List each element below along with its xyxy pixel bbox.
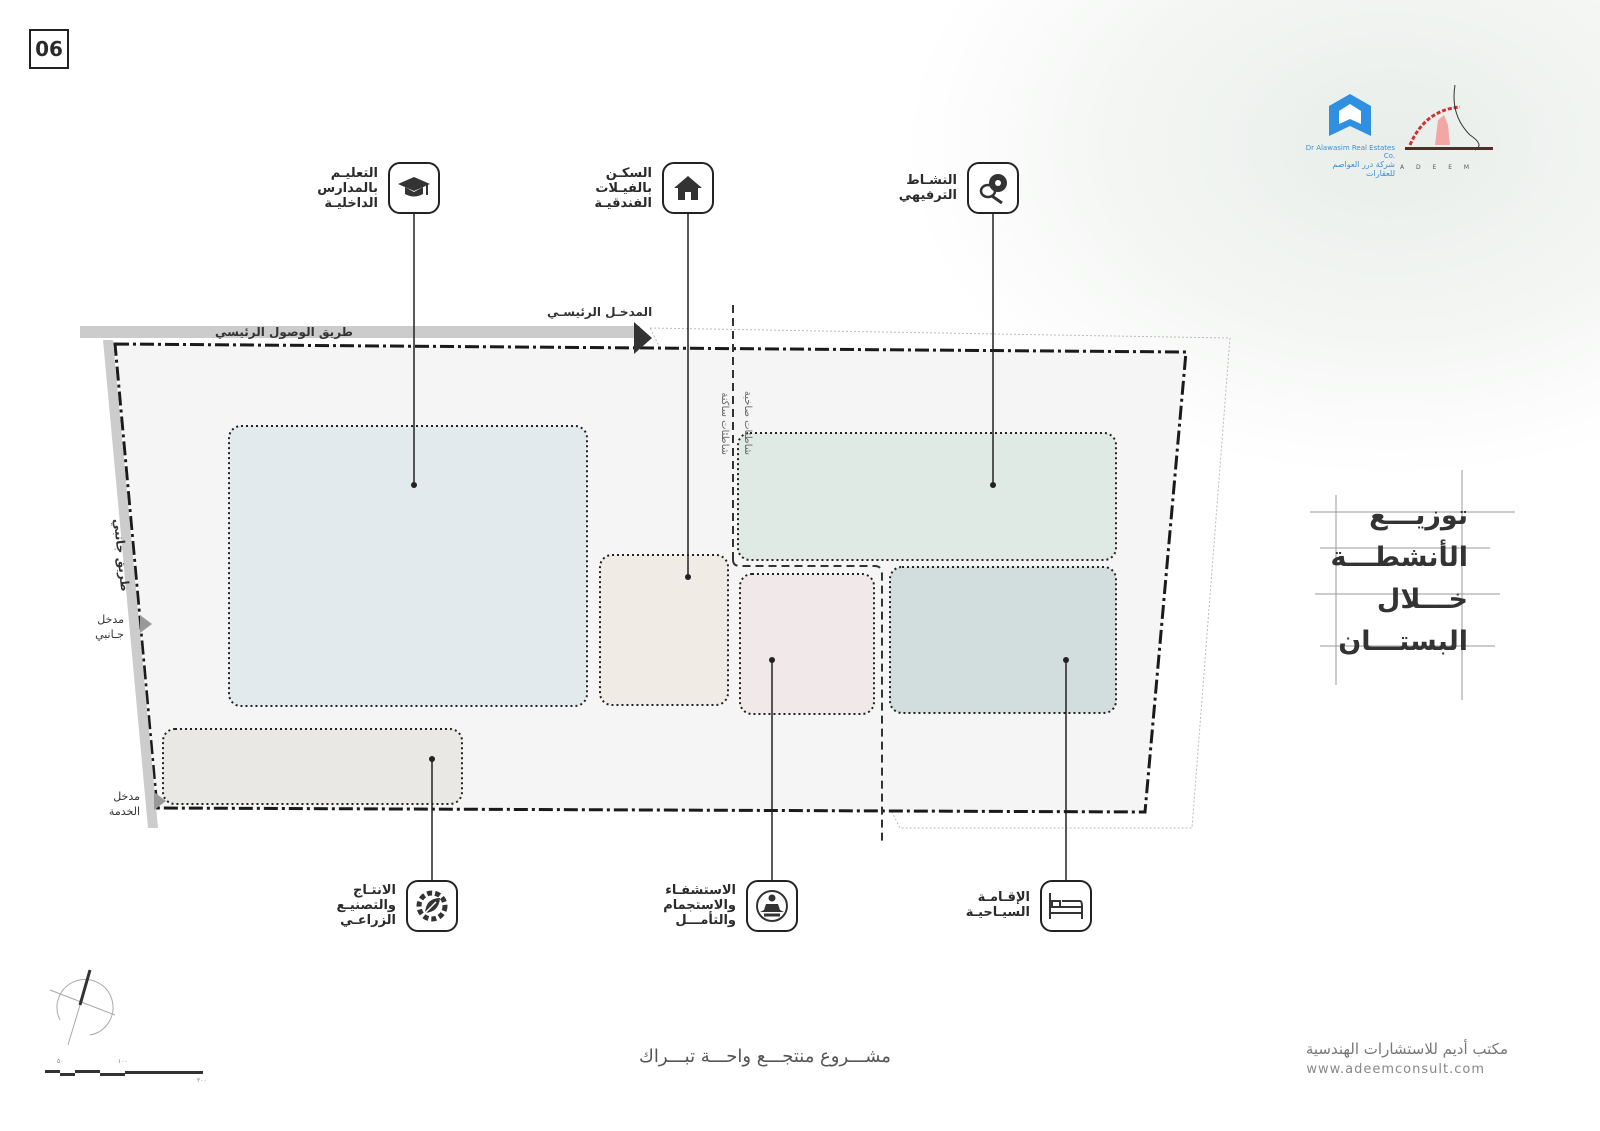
activity-label-agriculture: الانتـاج والتصنيـع الزراعـي (336, 883, 396, 928)
title-line: الأنشطـــة (1330, 542, 1468, 573)
zone-agriculture (162, 728, 463, 805)
path-divider (732, 559, 883, 845)
zone-wellness (739, 573, 875, 715)
service-entrance-label: مدخل الخدمة (108, 790, 140, 818)
scale-label: ٢٠٠ (197, 1077, 207, 1084)
activity-label-education: التعليـم بالمدارس الداخليـة (317, 166, 378, 211)
gear-leaf-icon (406, 880, 458, 932)
meditation-icon (746, 880, 798, 932)
office-name: مكتب أديم للاستشارات الهندسية (1305, 1040, 1508, 1058)
side-road (103, 340, 158, 828)
quiet-beach-label: شاطئات ساكنة (719, 392, 730, 455)
side-entrance-arrow (140, 615, 152, 633)
title-guides (1310, 470, 1515, 700)
lively-beach-label: شاطئات صاخبة (742, 390, 753, 455)
zone-villas (599, 554, 729, 706)
bed-icon (1040, 880, 1092, 932)
north-arrow-icon (49, 969, 116, 1046)
activity-label-wellness: الاستشفـاء والاستجمام والتأمـــل (663, 883, 736, 928)
zone-education (228, 425, 588, 707)
activity-label-villas: السكـن بالفيـلات الفندقيـة (594, 166, 652, 211)
house-icon (662, 162, 714, 214)
activity-label-tourism: الإقـامـة السيـاحيـة (965, 890, 1030, 920)
project-name: مشـــروع منتجـــع واحـــة تبـــراك (639, 1046, 891, 1067)
main-entrance-arrow (634, 322, 652, 354)
side-entrance-label: مدخل جـانبي (95, 613, 124, 641)
zone-recreation (737, 432, 1117, 561)
title-line: توزيـــع (1369, 500, 1468, 531)
main-entrance-label: المدخـل الرئيسـي (547, 305, 653, 319)
scale-bar (45, 1070, 203, 1076)
page-title: توزيـــع الأنشطـــة خـــلال البستـــان (1300, 495, 1468, 663)
service-entrance-arrow (154, 792, 166, 810)
leader-lines (413, 214, 1067, 880)
main-access-road-label: طريق الوصول الرئيسي (215, 325, 353, 339)
zone-tourism (889, 566, 1117, 714)
adeem-logo: A D E E M (1400, 84, 1495, 171)
scale-label: ٥٠ (57, 1058, 64, 1065)
alawasim-logo-mark (1329, 94, 1371, 136)
main-access-road (80, 326, 640, 338)
graduation-cap-icon (388, 162, 440, 214)
title-line: البستـــان (1338, 626, 1468, 657)
website-link[interactable]: www.adeemconsult.com (1306, 1062, 1485, 1077)
scale-label: ١٠٠ (118, 1058, 128, 1065)
title-line: خـــلال (1376, 584, 1468, 615)
activity-label-recreation: النشـاط الترفيهي (898, 173, 957, 203)
sports-ball-racket-icon (967, 162, 1019, 214)
adeem-logo-mark (1405, 84, 1493, 151)
page-number: 06 (29, 29, 69, 69)
alawasim-logo: Dr Alawasim Real Estates Co. شركة درر ال… (1305, 92, 1395, 178)
